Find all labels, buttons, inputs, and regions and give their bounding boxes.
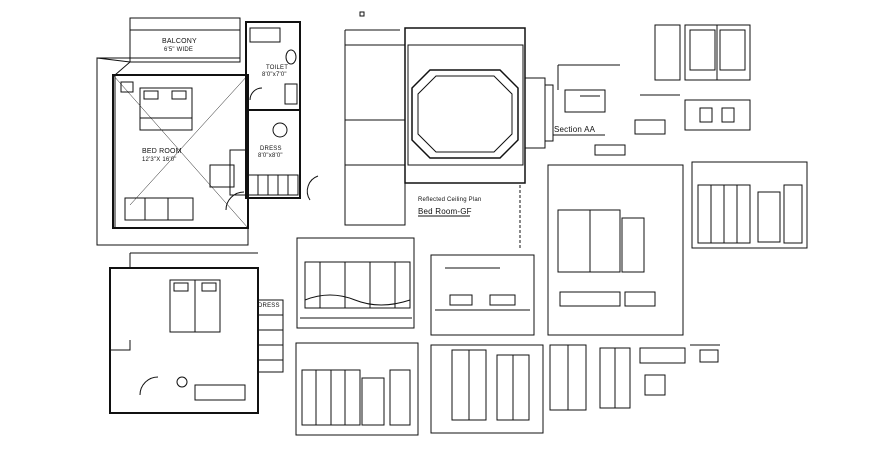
toilet-label: TOILET bbox=[266, 65, 289, 71]
sofa bbox=[124, 197, 194, 221]
curtain-elevation bbox=[296, 237, 415, 329]
panel-frame-4 bbox=[430, 254, 535, 336]
bed-room-label: BED ROOM bbox=[142, 148, 182, 155]
adjacent-rooms bbox=[344, 44, 406, 226]
balcony-outline bbox=[129, 17, 241, 63]
dress-size-label: 8'0"x8'0" bbox=[258, 153, 283, 159]
bedroom-floor-plan bbox=[96, 17, 319, 246]
bed bbox=[139, 87, 193, 131]
bedroom-walls bbox=[112, 74, 249, 229]
window-elevation bbox=[640, 24, 751, 131]
balcony-size-label: 6'5" WIDE bbox=[164, 47, 194, 53]
door-elevations-bottom-right bbox=[549, 344, 720, 411]
ceiling-octagon bbox=[411, 69, 519, 159]
toilet-size-label: 8'0"x7'0" bbox=[262, 72, 287, 78]
section-detail bbox=[430, 254, 535, 336]
section-aa-title: Section AA bbox=[554, 125, 596, 134]
panel-frame bbox=[547, 164, 684, 336]
panel-frame-3 bbox=[296, 237, 415, 329]
glazed-doors-elevation bbox=[430, 344, 544, 434]
panel-frame-5 bbox=[295, 342, 419, 436]
dress-label: DRESS bbox=[260, 146, 282, 152]
section-aa bbox=[553, 64, 666, 156]
bedroom-floor-plan-2 bbox=[109, 252, 284, 414]
bed-room-gf-title: Bed Room-GF bbox=[418, 207, 472, 216]
wardrobe-doors-elevation bbox=[295, 342, 419, 436]
cabinet-elevation bbox=[691, 161, 808, 249]
reflected-ceiling-plan bbox=[344, 11, 554, 248]
dress-label-2: DRESS bbox=[258, 303, 280, 309]
panel-frame-6 bbox=[430, 344, 544, 434]
bed-room-size-label: 12'3"X 16'0" bbox=[142, 157, 177, 163]
wardrobe-elevation-panel bbox=[547, 164, 684, 336]
balcony-label: BALCONY bbox=[162, 38, 197, 45]
side-table bbox=[209, 164, 235, 188]
ceiling-room-outline bbox=[404, 27, 526, 184]
panel-frame-2 bbox=[691, 161, 808, 249]
reflected-ceiling-plan-title: Reflected Ceiling Plan bbox=[418, 197, 482, 203]
room-walls bbox=[109, 267, 259, 414]
